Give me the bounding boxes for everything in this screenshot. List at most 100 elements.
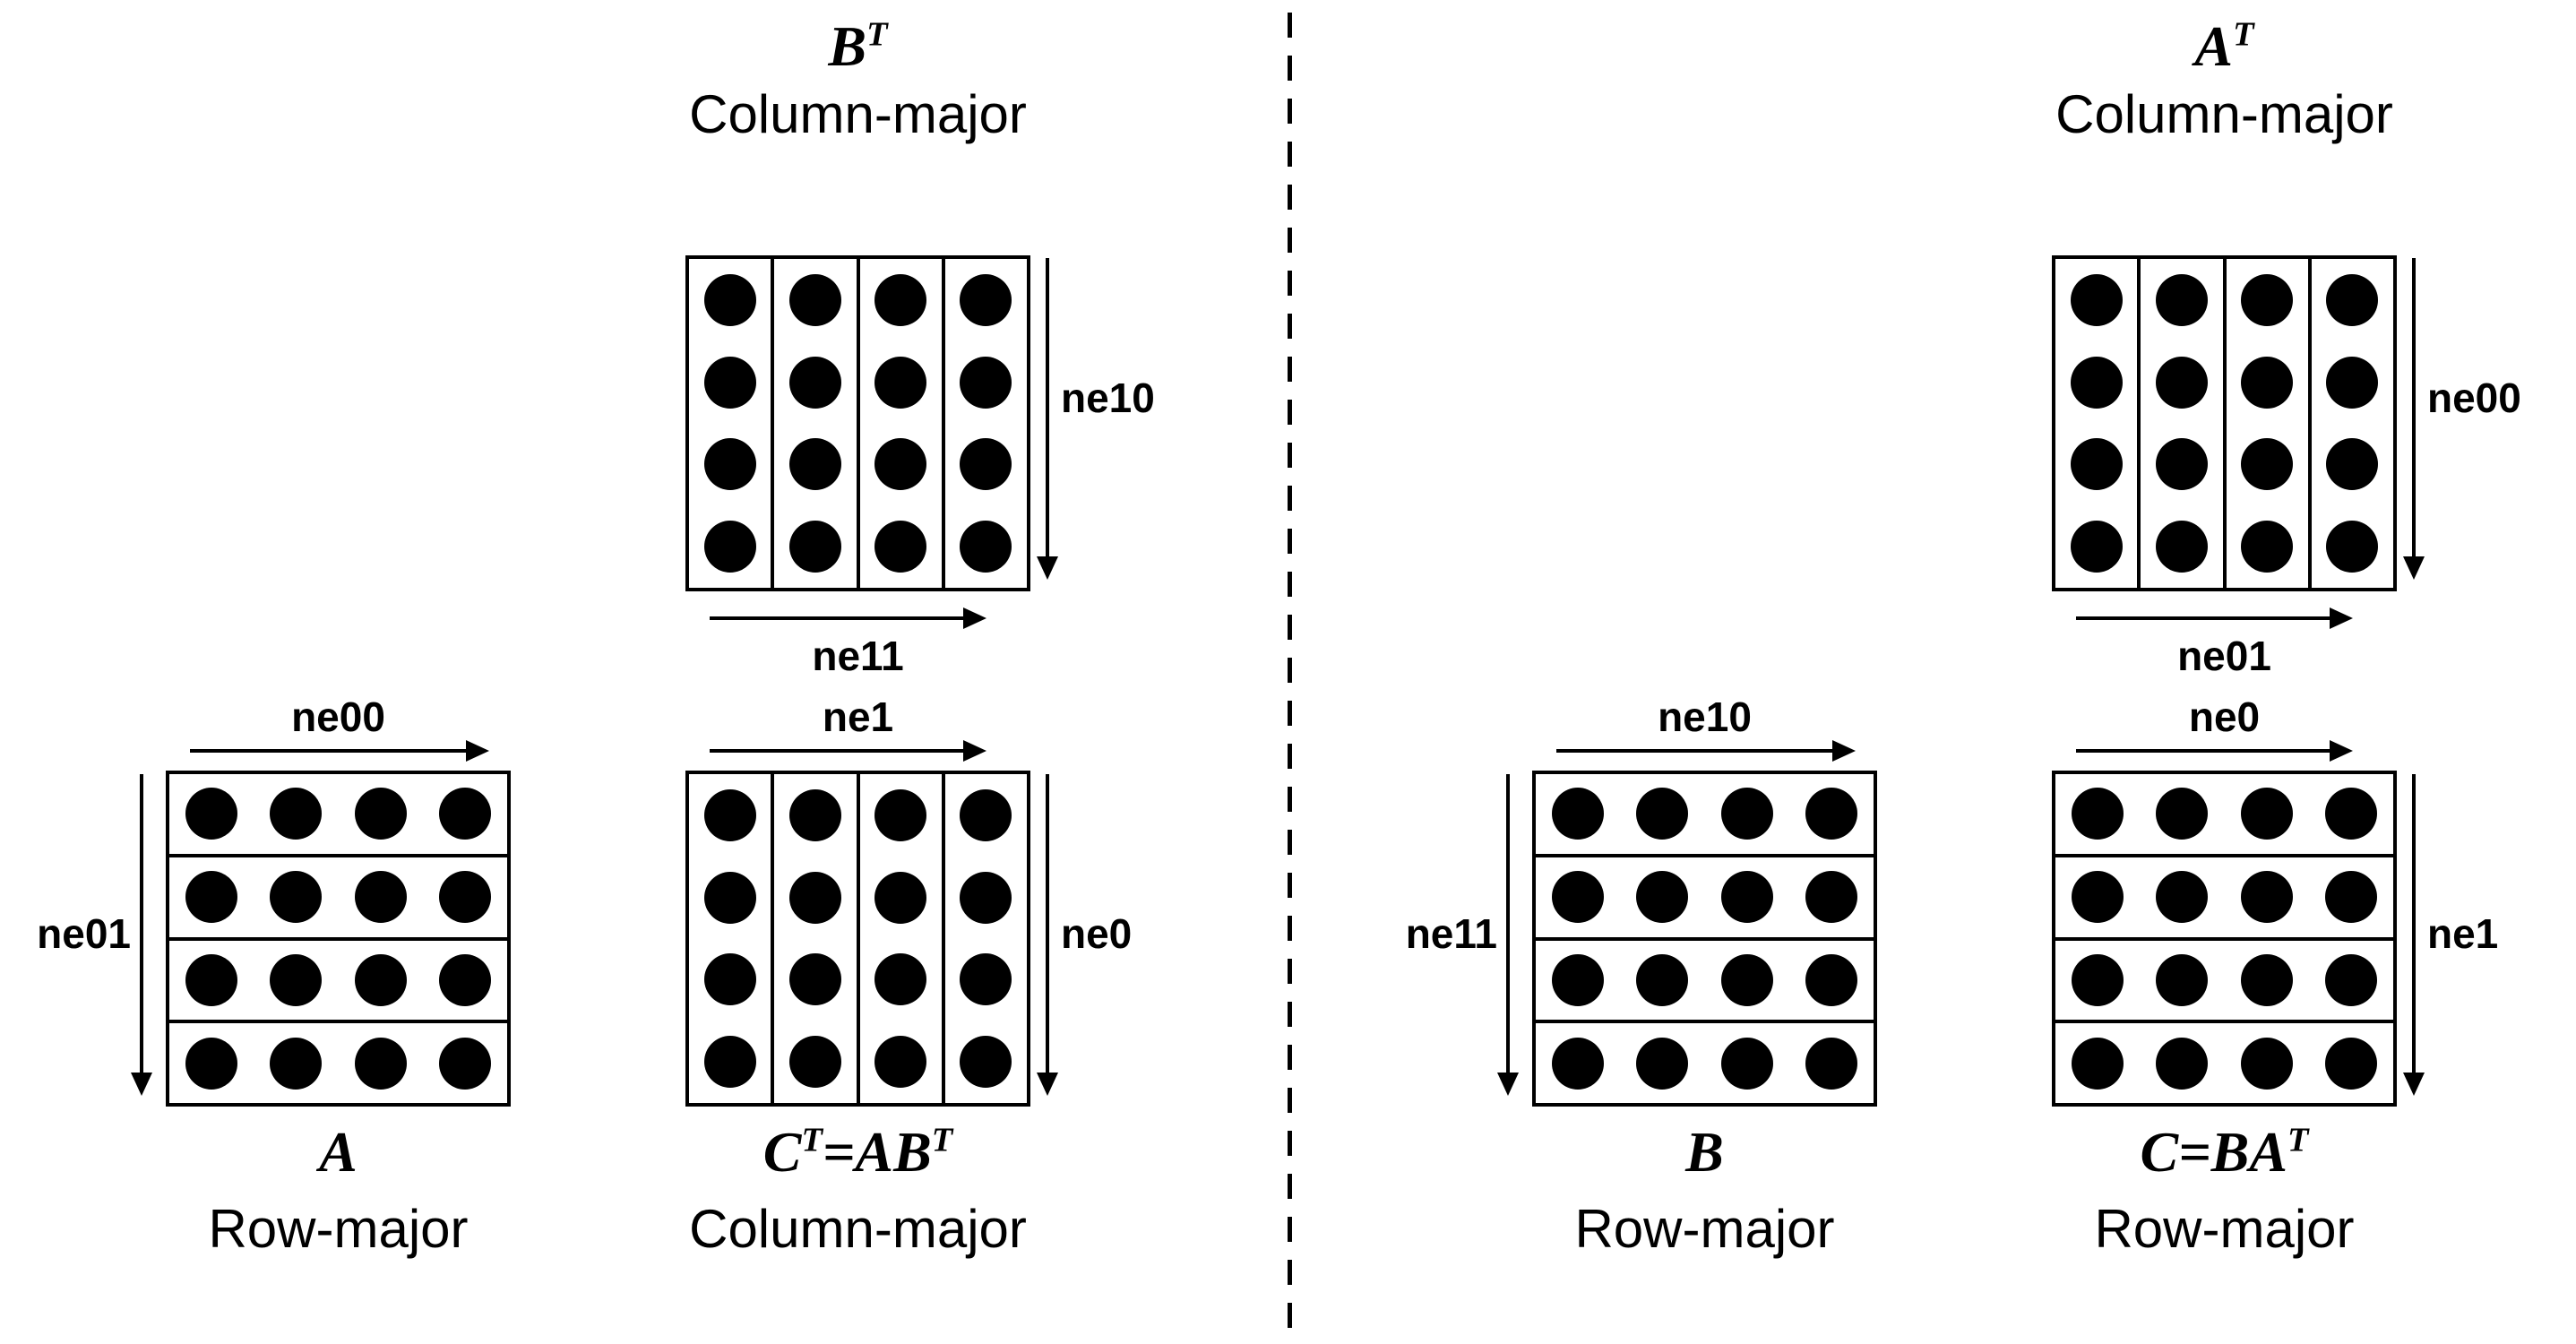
matrix-dot: [2324, 1037, 2377, 1090]
matrix-dot: [874, 273, 927, 326]
matrix-dot: [2324, 788, 2377, 840]
matrix-dot: [2326, 273, 2379, 326]
matrix-dot: [788, 953, 841, 1006]
matrix-dot: [2240, 871, 2293, 924]
a-math-label: A: [319, 1120, 358, 1184]
matrix-dot: [2326, 438, 2379, 491]
a-transpose-cols-label: ne01: [2177, 633, 2271, 679]
matrix-dot: [1720, 1037, 1773, 1090]
matrix-dot: [2155, 273, 2208, 326]
panel-divider: [1288, 13, 1292, 1331]
matrix-dot: [788, 438, 841, 491]
matrix-dot: [2155, 438, 2208, 491]
matrix-dot: [960, 788, 1012, 841]
matrix-dot: [2156, 953, 2209, 1006]
matrix-dot: [874, 1036, 927, 1089]
matrix-strip: [169, 857, 507, 941]
matrix-dot: [788, 356, 841, 409]
matrix-dot: [1720, 871, 1773, 924]
matrix-dot: [2072, 871, 2124, 924]
b-transpose-math-label: BT: [828, 14, 888, 78]
matrix-dot: [874, 871, 927, 924]
matrix-dot: [2072, 953, 2124, 1006]
matrix-dot: [354, 953, 407, 1006]
matrix-dot: [185, 953, 238, 1006]
matrix-dot: [960, 438, 1012, 491]
matrix-dot: [960, 356, 1012, 409]
matrix-strip: [169, 1023, 507, 1103]
matrix-strip: [689, 259, 775, 588]
matrix-strip: [860, 774, 945, 1103]
matrix-dot: [703, 521, 756, 573]
b-math-label: B: [1685, 1120, 1724, 1184]
matrix-a: [166, 771, 511, 1107]
c-layout-label: Row-major: [2094, 1199, 2355, 1259]
b-transpose-layout-label: Column-major: [689, 84, 1027, 144]
matrix-dot: [874, 521, 927, 573]
matrix-dot: [874, 356, 927, 409]
c-cols-label: ne0: [2188, 694, 2261, 740]
matrix-dot: [270, 953, 323, 1006]
matrix-dot: [185, 871, 238, 924]
c-transpose-down-arrow: [1037, 774, 1058, 1096]
matrix-dot: [1552, 871, 1605, 924]
matrix-strip: [2055, 774, 2393, 857]
matrix-dot: [1636, 953, 1689, 1006]
a-cols-label: ne00: [291, 694, 385, 740]
matrix-strip: [1536, 1023, 1874, 1103]
matrix-strip: [2055, 941, 2393, 1024]
matrix-dot: [2156, 1037, 2209, 1090]
matrix-strip: [689, 774, 775, 1103]
matrix-strip: [169, 774, 507, 857]
matrix-dot: [2155, 356, 2208, 409]
a-right-arrow: [190, 740, 489, 762]
b-layout-label: Row-major: [1574, 1199, 1835, 1259]
matrix-strip: [2055, 1023, 2393, 1103]
matrix-dot: [874, 438, 927, 491]
matrix-dot: [185, 1037, 238, 1090]
a-transpose-down-arrow: [2403, 258, 2425, 580]
a-layout-label: Row-major: [208, 1199, 469, 1259]
a-transpose-math-label: AT: [2194, 14, 2254, 78]
matrix-dot: [438, 788, 491, 840]
matrix-dot: [2241, 356, 2294, 409]
matrix-dot: [2070, 438, 2123, 491]
matrix-strip: [2055, 857, 2393, 941]
matrix-dot: [1636, 788, 1689, 840]
matrix-dot: [960, 273, 1012, 326]
matrix-b: [1532, 771, 1877, 1107]
a-rows-label: ne01: [37, 910, 131, 957]
matrix-dot: [438, 953, 491, 1006]
c-transpose-math-label: CT=ABT: [762, 1120, 953, 1184]
a-down-arrow: [131, 774, 152, 1096]
matrix-dot: [703, 953, 756, 1006]
matrix-dot: [270, 788, 323, 840]
matrix-dot: [2324, 953, 2377, 1006]
matrix-dot: [788, 273, 841, 326]
c-transpose-cols-label: ne1: [822, 694, 894, 740]
matrix-b-transpose: [685, 255, 1030, 591]
matrix-strip: [945, 774, 1027, 1103]
matrix-strip: [2312, 259, 2393, 588]
matrix-a-transpose: [2052, 255, 2397, 591]
matrix-dot: [2155, 521, 2208, 573]
c-right-arrow: [2076, 740, 2353, 762]
c-rows-label: ne1: [2427, 910, 2499, 957]
matrix-c-transpose: [685, 771, 1030, 1107]
matrix-dot: [354, 1037, 407, 1090]
matrix-strip: [2141, 259, 2227, 588]
matrix-strip: [860, 259, 945, 588]
matrix-dot: [960, 953, 1012, 1006]
matrix-dot: [2241, 521, 2294, 573]
matrix-dot: [1720, 953, 1773, 1006]
c-transpose-layout-label: Column-major: [689, 1199, 1027, 1259]
matrix-strip: [2227, 259, 2312, 588]
b-rows-label: ne11: [1405, 910, 1497, 957]
b-transpose-cols-label: ne11: [812, 633, 904, 679]
matrix-dot: [2241, 273, 2294, 326]
matrix-dot: [2240, 1037, 2293, 1090]
matrix-dot: [270, 871, 323, 924]
matrix-dot: [1720, 788, 1773, 840]
b-transpose-right-arrow: [710, 607, 986, 629]
